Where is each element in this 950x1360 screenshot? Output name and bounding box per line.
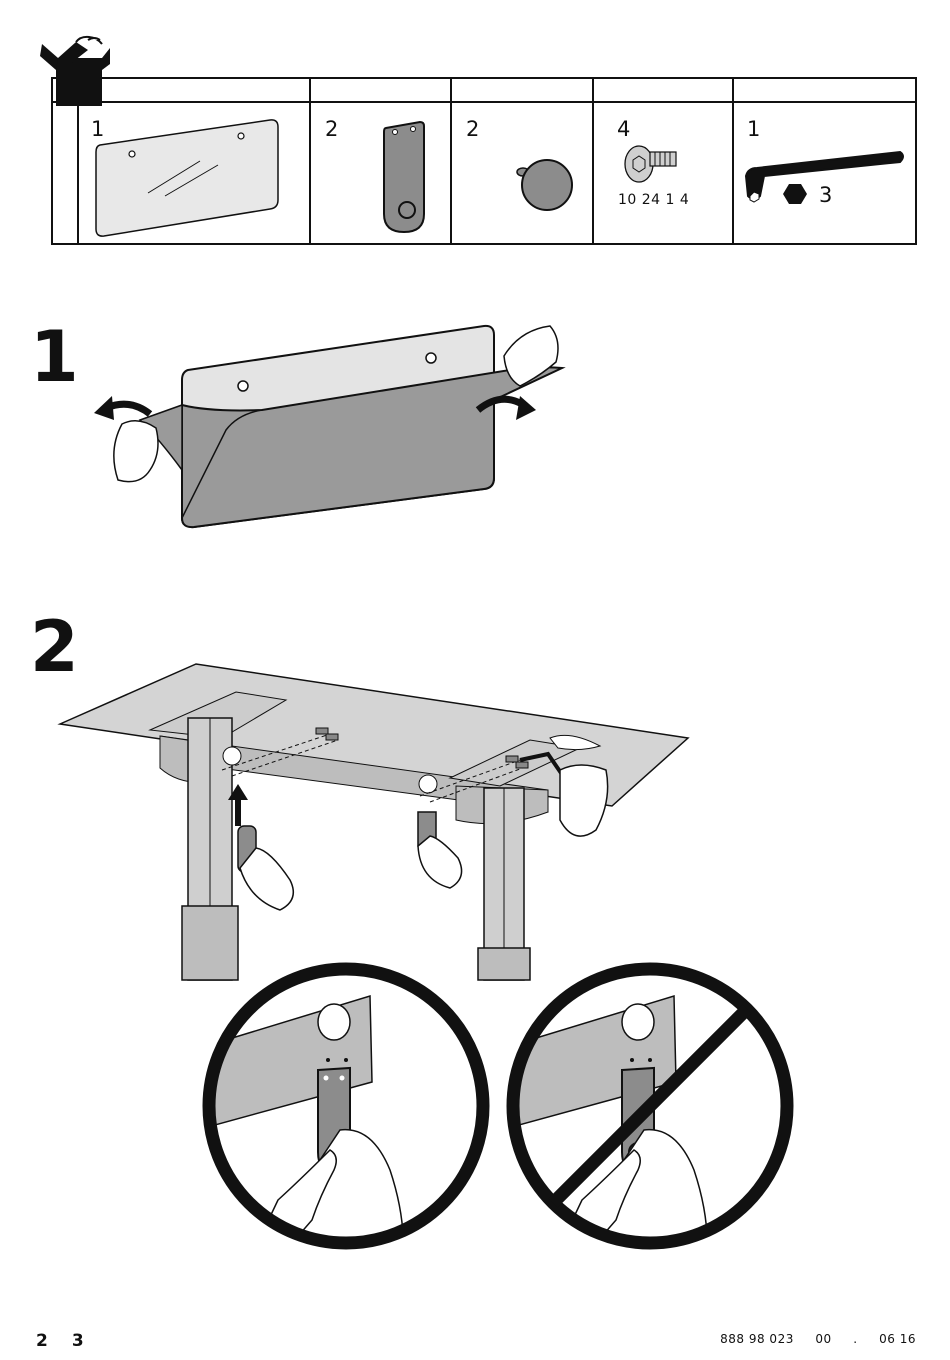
step-number-1: 1 (30, 322, 79, 392)
hex-icon (783, 184, 807, 204)
step-2-illustration (60, 664, 688, 980)
page-number-right: 3 (72, 1331, 84, 1351)
knob-icon (517, 160, 572, 210)
screw-icon (625, 146, 676, 182)
page-number-left: 2 (36, 1331, 48, 1351)
correct-circle-illustration (160, 969, 483, 1280)
glass-panel-icon (96, 120, 278, 236)
incorrect-circle-illustration (464, 969, 787, 1280)
step-1-illustration (94, 326, 562, 527)
step-number-2: 2 (30, 612, 79, 682)
document-reference: 888 98 023 00 . 06 16 (720, 1332, 916, 1346)
allen-key-icon (746, 152, 903, 202)
bracket-icon (384, 122, 424, 232)
